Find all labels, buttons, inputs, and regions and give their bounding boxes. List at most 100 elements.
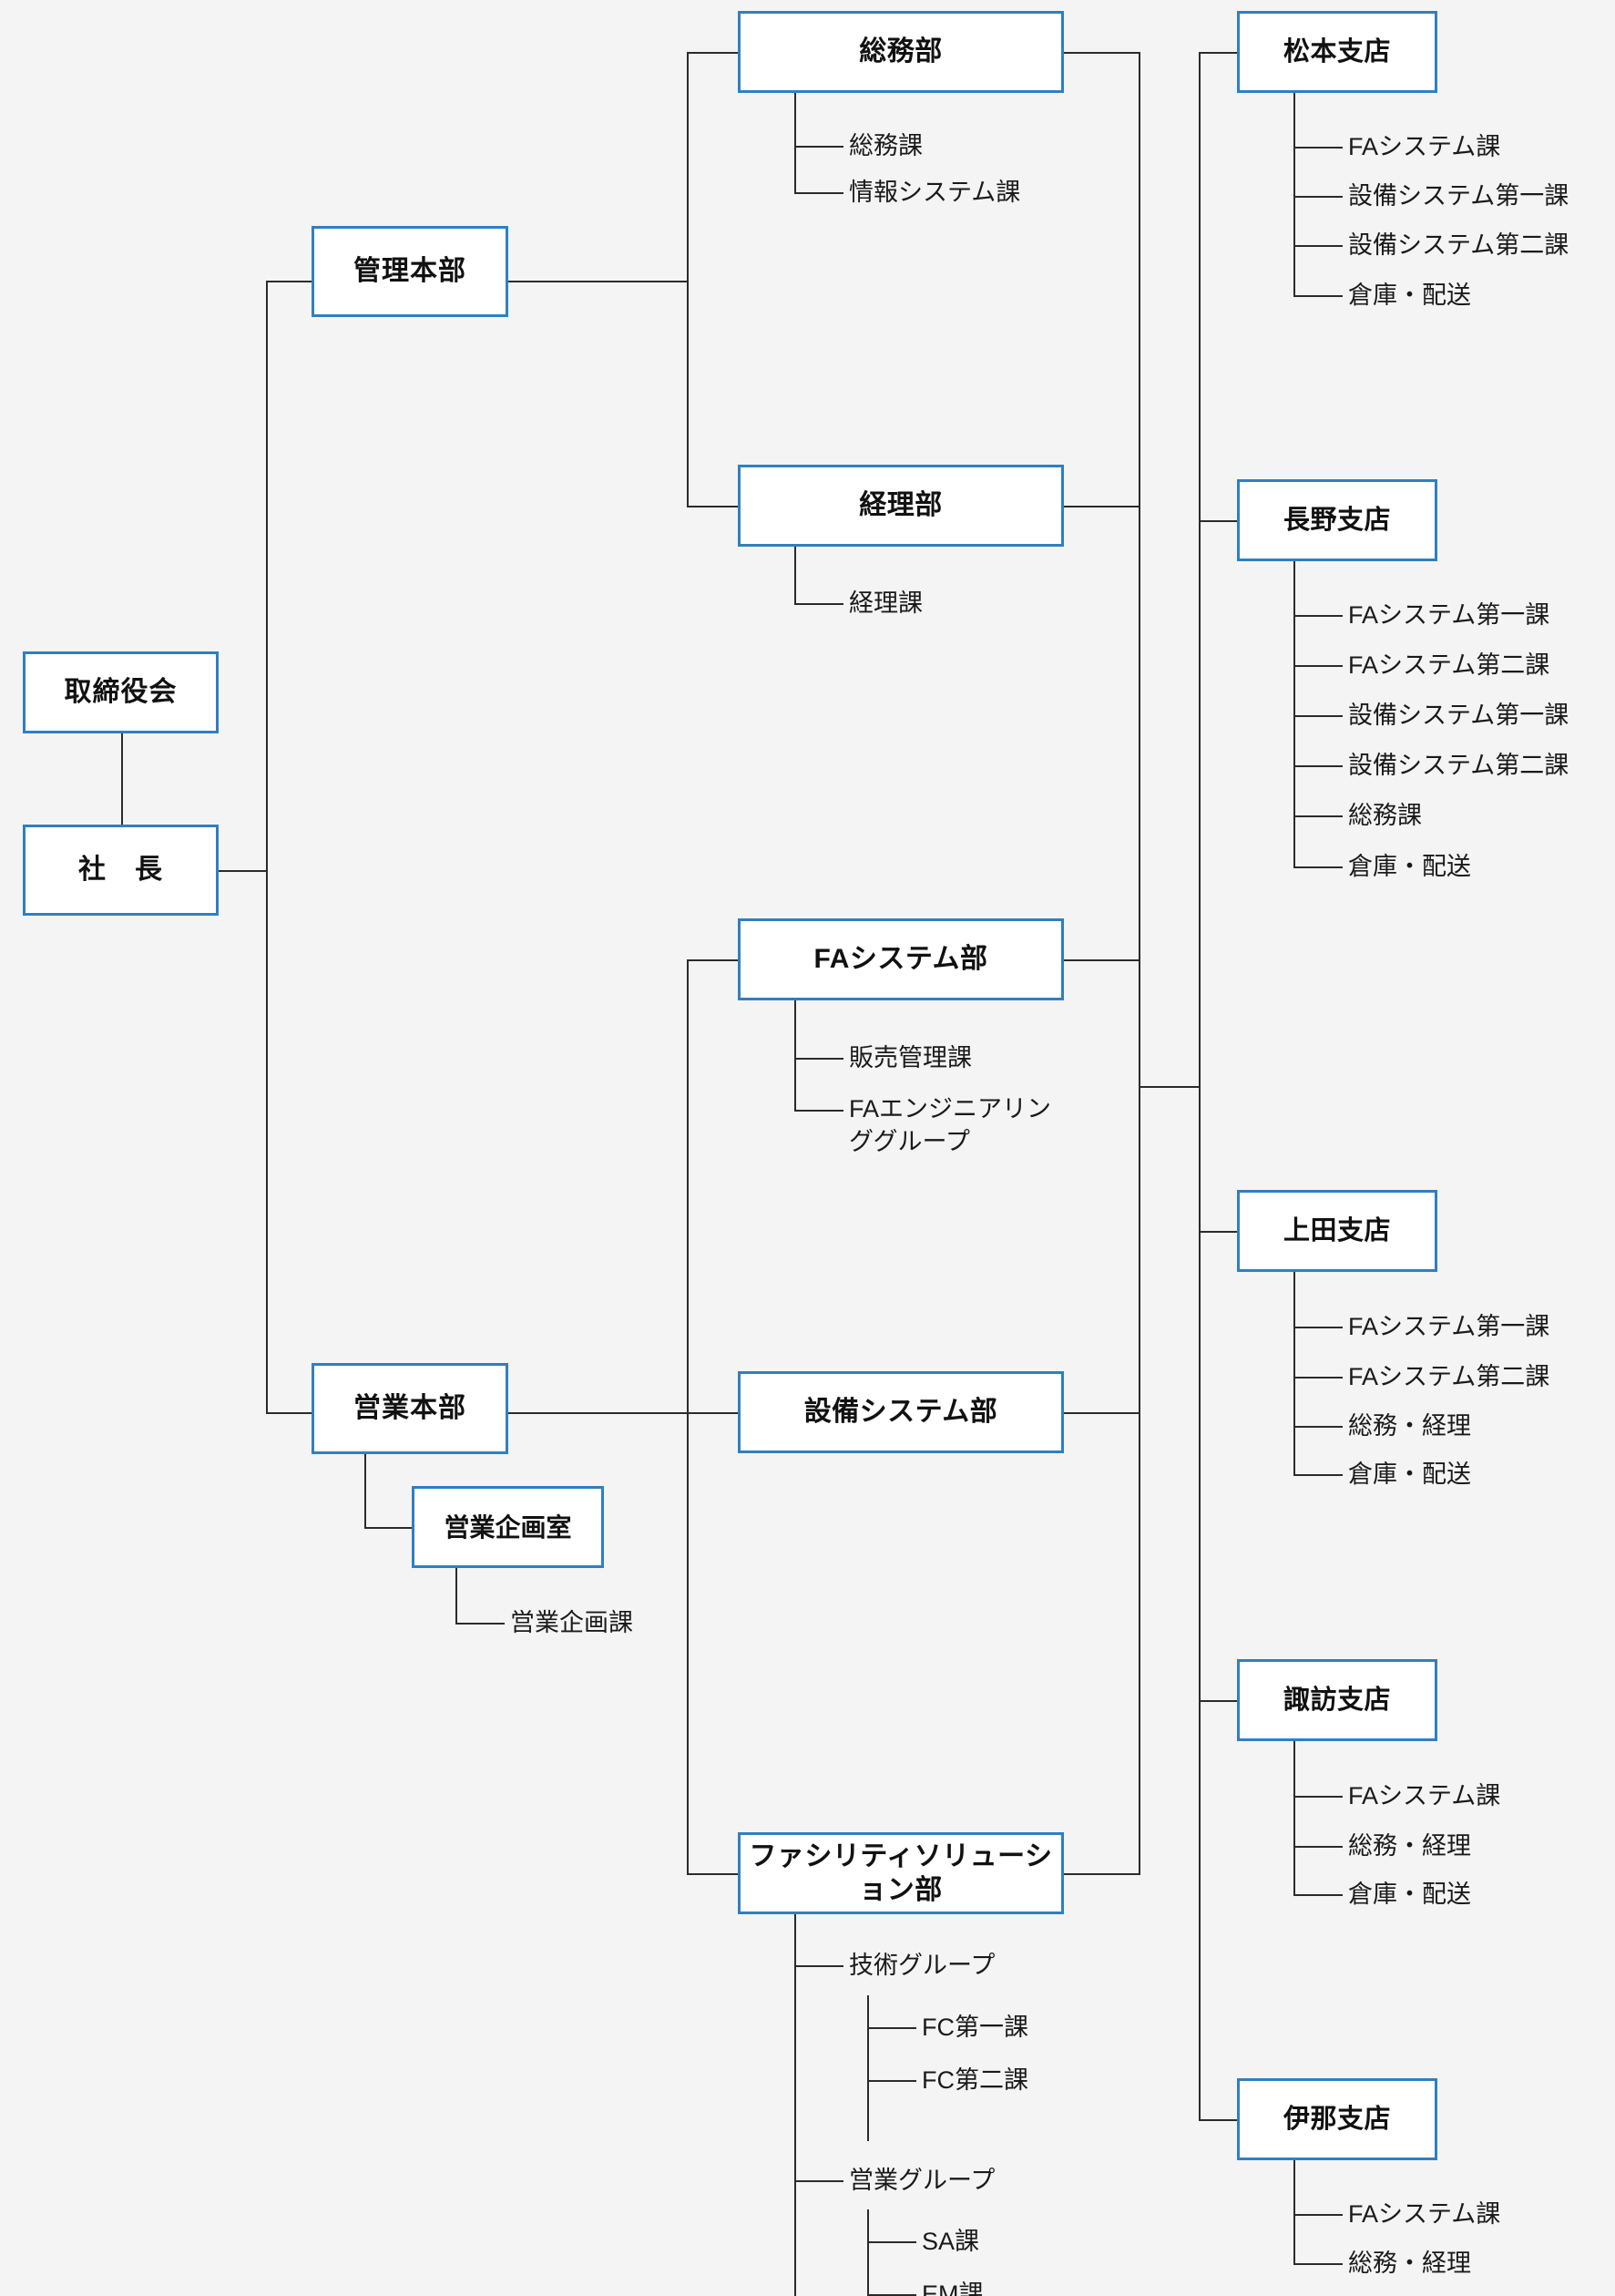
node-branch-ina[interactable]: 伊那支店	[1237, 2078, 1437, 2160]
connector-fa-to-trunk	[1064, 959, 1140, 961]
node-label: 松本支店	[1283, 36, 1391, 67]
trunk-admin-departments	[687, 52, 689, 506]
leaf-matsumoto-section-3: 倉庫・配送	[1348, 282, 1471, 309]
leaf-facility-solution-group-1: 営業グループ	[849, 2167, 996, 2194]
connector-facility-solution-to-trunk	[1064, 1873, 1140, 1875]
node-department-facility-solution[interactable]: ファシリティソリューション部	[738, 1832, 1064, 1914]
connector-accounting-children	[794, 543, 796, 603]
connector-ga-sec-1	[794, 192, 843, 194]
leaf-nagano-section-5: 倉庫・配送	[1348, 853, 1471, 880]
connector-suw-sec-0	[1293, 1796, 1343, 1798]
leaf-sales-group-section-0: SA課	[922, 2228, 980, 2255]
connector-ued-sec-3	[1293, 1474, 1343, 1476]
connector-trunk-accounting	[687, 506, 738, 507]
connector-mat-sec-1	[1293, 196, 1343, 198]
node-president[interactable]: 社 長	[23, 825, 219, 916]
node-label: 総務部	[859, 36, 943, 67]
connector-suw-sec-2	[1293, 1894, 1343, 1896]
node-department-fa-system[interactable]: FAシステム部	[738, 918, 1064, 1000]
connector-suw-sec-1	[1293, 1846, 1343, 1848]
connector-admin-right	[508, 281, 687, 282]
connector-sales-office-h	[364, 1527, 412, 1529]
node-label: 設備システム部	[803, 1397, 998, 1428]
node-label: 伊那支店	[1283, 2104, 1391, 2134]
node-sales-planning-office[interactable]: 営業企画室	[412, 1486, 604, 1568]
connector-fa-sec-1	[794, 1110, 843, 1112]
connector-nagano-children	[1293, 558, 1295, 866]
connector-office-section-v	[455, 1568, 457, 1623]
connector-sales-group-children	[867, 2209, 869, 2296]
connector-ina-sec-0	[1293, 2214, 1343, 2216]
connector-matsumoto-children	[1293, 89, 1295, 295]
connector-sgrp-sec-1	[867, 2294, 916, 2296]
connector-sales-office-v	[364, 1454, 366, 1527]
node-division-sales[interactable]: 営業本部	[312, 1363, 508, 1454]
connector-ga-sec-0	[794, 146, 843, 148]
connector-fa-sec-0	[794, 1058, 843, 1060]
node-label: 長野支店	[1283, 505, 1391, 535]
connector-board-president	[121, 733, 123, 871]
connector-nag-sec-2	[1293, 715, 1343, 717]
connector-accounting-to-trunk	[1064, 506, 1140, 507]
connector-nag-sec-5	[1293, 866, 1343, 868]
connector-nag-sec-3	[1293, 765, 1343, 767]
connector-nag-sec-0	[1293, 615, 1343, 617]
leaf-ueda-section-1: FAシステム第二課	[1348, 1363, 1550, 1390]
node-branch-matsumoto[interactable]: 松本支店	[1237, 11, 1437, 93]
connector-facility-system-to-trunk	[1064, 1412, 1140, 1414]
node-department-general-affairs[interactable]: 総務部	[738, 11, 1064, 93]
leaf-tech-group-section-1: FC第二課	[922, 2066, 1028, 2094]
leaf-suwa-section-1: 総務・経理	[1348, 1832, 1471, 1860]
leaf-matsumoto-section-1: 設備システム第一課	[1348, 182, 1569, 210]
connector-trunk-fa-system	[687, 959, 738, 961]
connector-ina-sec-1	[1293, 2263, 1343, 2265]
connector-ac-sec-0	[794, 603, 843, 605]
connector-branch-suwa	[1199, 1700, 1237, 1702]
connector-fs-grp-1	[794, 2180, 843, 2182]
node-label: 管理本部	[353, 256, 466, 287]
connector-nag-sec-1	[1293, 665, 1343, 667]
leaf-fa-system-section-1: FAエンジニアリンググループ	[849, 1095, 1052, 1155]
node-branch-ueda[interactable]: 上田支店	[1237, 1190, 1437, 1272]
leaf-matsumoto-section-0: FAシステム課	[1348, 133, 1501, 160]
leaf-facility-solution-group-0: 技術グループ	[849, 1952, 996, 1979]
leaf-ueda-section-2: 総務・経理	[1348, 1412, 1471, 1440]
node-label: 諏訪支店	[1283, 1685, 1391, 1715]
connector-tech-sec-1	[867, 2080, 916, 2082]
leaf-sales-planning-section: 営業企画課	[510, 1609, 633, 1636]
trunk-branches	[1199, 52, 1201, 2119]
node-branch-nagano[interactable]: 長野支店	[1237, 479, 1437, 561]
node-label: 経理部	[859, 490, 943, 521]
connector-trunk-general-affairs	[687, 52, 738, 54]
connector-ued-sec-2	[1293, 1426, 1343, 1428]
connector-collector-bridge	[1139, 1086, 1201, 1088]
trunk-sales-departments	[687, 959, 689, 1873]
trunk-divisions	[266, 281, 268, 1412]
connector-general-affairs-children	[794, 89, 796, 192]
node-label: 営業企画室	[444, 1512, 572, 1542]
connector-ued-sec-1	[1293, 1377, 1343, 1379]
connector-tech-sec-0	[867, 2027, 916, 2029]
node-label: FAシステム部	[813, 944, 988, 975]
node-department-facility-system[interactable]: 設備システム部	[738, 1371, 1064, 1453]
connector-sales-right	[508, 1412, 687, 1414]
node-branch-suwa[interactable]: 諏訪支店	[1237, 1659, 1437, 1741]
connector-trunk-facility-system	[687, 1412, 738, 1414]
node-label: 取締役会	[64, 677, 178, 708]
node-division-admin[interactable]: 管理本部	[312, 226, 508, 317]
node-label: 上田支店	[1283, 1215, 1391, 1245]
leaf-ina-section-1: 総務・経理	[1348, 2250, 1471, 2277]
leaf-nagano-section-1: FAシステム第二課	[1348, 651, 1550, 679]
trunk-departments-collector	[1139, 52, 1140, 1873]
node-board-of-directors[interactable]: 取締役会	[23, 651, 219, 733]
connector-suwa-children	[1293, 1737, 1295, 1894]
leaf-ueda-section-3: 倉庫・配送	[1348, 1461, 1471, 1488]
connector-fs-grp-0	[794, 1965, 843, 1967]
node-department-accounting[interactable]: 経理部	[738, 465, 1064, 547]
connector-sgrp-sec-0	[867, 2241, 916, 2243]
connector-mat-sec-2	[1293, 245, 1343, 247]
connector-trunk-sales	[266, 1412, 312, 1414]
leaf-nagano-section-3: 設備システム第二課	[1348, 752, 1569, 779]
connector-ina-children	[1293, 2157, 1295, 2263]
